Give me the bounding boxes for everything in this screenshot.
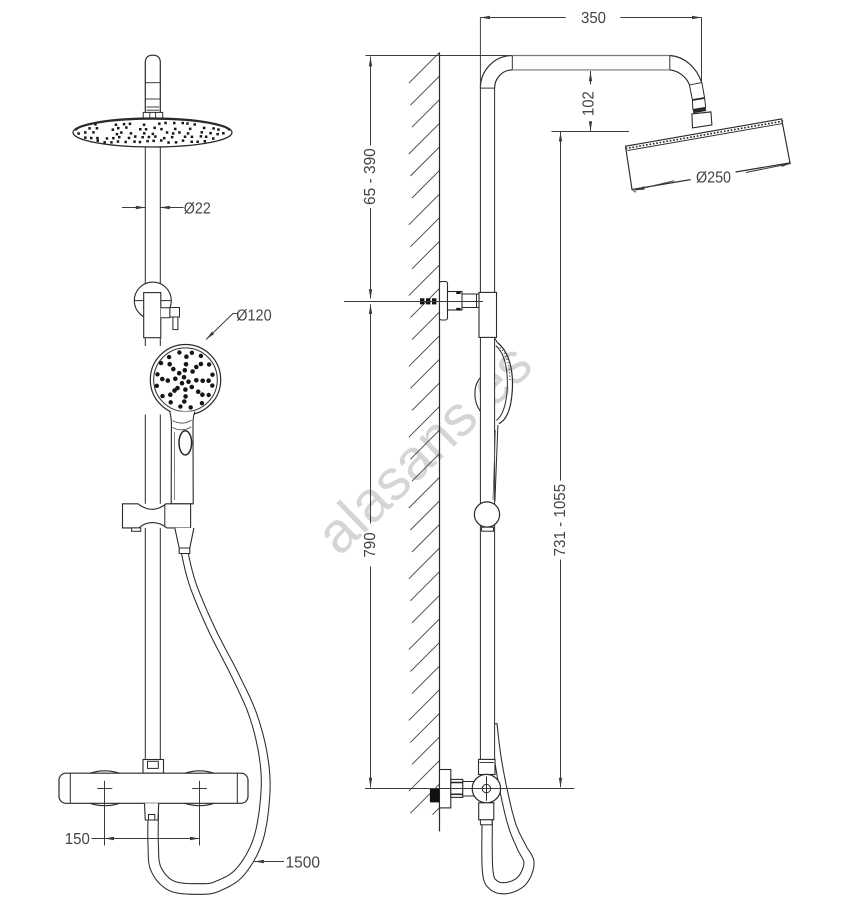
svg-text:350: 350 (581, 10, 606, 27)
svg-text:Ø250: Ø250 (696, 170, 731, 187)
svg-text:Ø22: Ø22 (184, 200, 211, 217)
svg-text:150: 150 (65, 831, 90, 848)
svg-text:Ø120: Ø120 (236, 308, 272, 325)
svg-text:790: 790 (362, 532, 379, 557)
svg-text:731 - 1055: 731 - 1055 (552, 484, 569, 557)
svg-text:65 - 390: 65 - 390 (362, 148, 379, 205)
svg-text:1500: 1500 (286, 854, 321, 871)
svg-text:102: 102 (580, 91, 597, 116)
